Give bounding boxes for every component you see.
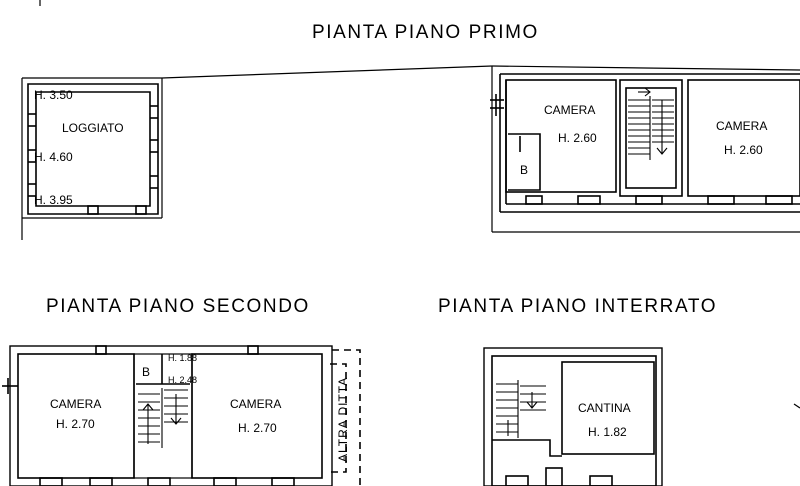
title-piano-interrato: PIANTA PIANO INTERRATO [438,296,718,317]
loggiato-height-mid: H. 4.60 [34,150,73,164]
stair-secondo [138,388,188,448]
loggiato-height-bottom: H. 3.95 [34,193,73,207]
cantina-label: CANTINA [578,401,631,415]
plan-secondo [2,345,361,486]
primo-camera-left-label: CAMERA [544,103,596,117]
cantina-height: H. 1.82 [588,425,627,439]
secondo-bath-height-1: H. 1.88 [168,353,198,363]
secondo-bath-label: B [142,365,151,379]
loggiato-height-top: H. 3.50 [34,88,73,102]
secondo-camera-left-label: CAMERA [50,397,102,411]
loggiato-walls [27,83,159,215]
primo-camera-left-height: H. 2.60 [558,131,597,145]
secondo-bath-height-2: H. 2.48 [168,375,198,385]
stair-interrato [496,380,546,438]
secondo-camera-left-height: H. 2.70 [56,417,95,431]
altra-ditta-label: ALTRA DITTA [336,376,350,462]
loggiato-label: LOGGIATO [62,121,124,135]
primo-bath-label: B [520,163,529,177]
primo-building-walls [490,73,800,213]
title-piano-secondo: PIANTA PIANO SECONDO [46,296,310,317]
secondo-camera-right-label: CAMERA [230,397,282,411]
plan-interrato [483,347,800,486]
title-piano-primo: PIANTA PIANO PRIMO [312,22,539,43]
plan-primo [21,65,800,240]
primo-camera-right-label: CAMERA [716,119,768,133]
secondo-camera-right-height: H. 2.70 [238,421,277,435]
primo-camera-right-height: H. 2.60 [724,143,763,157]
stair-primo [628,87,674,160]
